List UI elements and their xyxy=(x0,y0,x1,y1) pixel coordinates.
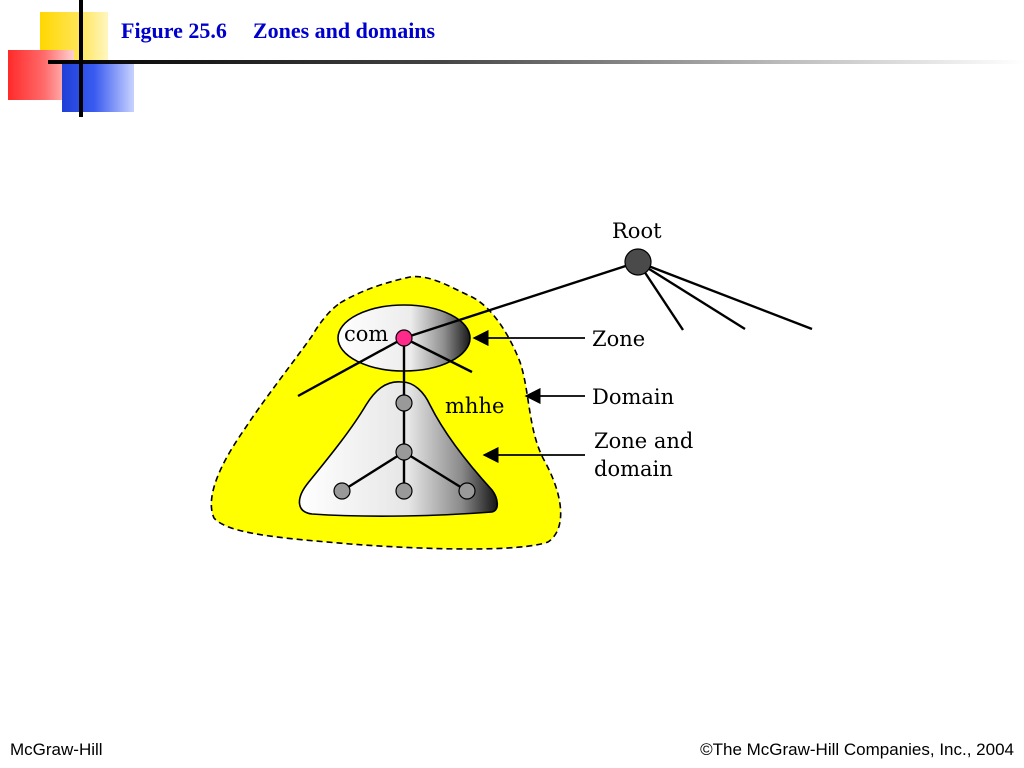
mhhe-child-node xyxy=(395,443,413,461)
zone-and-domain-label-line2: domain xyxy=(594,457,673,481)
figure-number: Figure 25.6 xyxy=(121,18,227,43)
com-branch-right xyxy=(403,336,473,374)
zone-label: Zone xyxy=(592,327,645,351)
footer-copyright: ©The McGraw-Hill Companies, Inc., 2004 xyxy=(700,740,1014,759)
figure-title: Zones and domains xyxy=(252,18,436,43)
leaf-node-left xyxy=(333,482,351,500)
child-to-leaf-left xyxy=(341,450,405,493)
domain-label: Domain xyxy=(592,385,674,409)
header-vertical-rule xyxy=(79,0,83,117)
child-to-leaf-right xyxy=(403,450,468,493)
com-label: com xyxy=(344,322,388,346)
mhhe-node xyxy=(395,394,413,412)
header-decoration-blue xyxy=(62,62,134,112)
footer-publisher: McGraw-Hill xyxy=(10,740,103,759)
root-label: Root xyxy=(612,219,662,243)
com-node xyxy=(395,329,413,347)
root-node xyxy=(624,248,652,276)
root-branch-3 xyxy=(637,260,813,331)
leaf-node-middle xyxy=(395,482,413,500)
zone-and-domain-label-line1: Zone and xyxy=(594,429,693,453)
leaf-node-right xyxy=(458,482,476,500)
slide-title: Figure 25.6 Zones and domains xyxy=(121,18,435,44)
header-rule xyxy=(48,60,1024,64)
root-branch-2 xyxy=(637,260,746,331)
com-branch-left xyxy=(297,336,405,398)
com-to-root-line xyxy=(403,260,639,340)
mhhe-label: mhhe xyxy=(445,394,504,418)
